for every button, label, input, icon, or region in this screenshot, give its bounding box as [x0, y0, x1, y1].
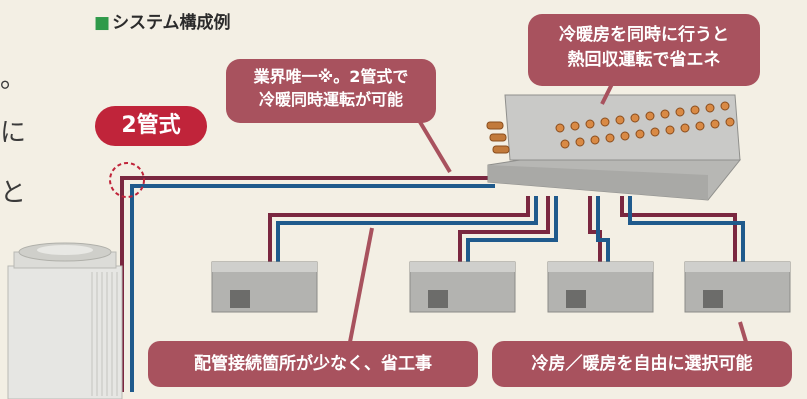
callout-pointers — [348, 83, 748, 343]
two-pipe-label: 2管式 — [95, 106, 207, 146]
edge-char-2: に — [0, 118, 27, 148]
indoor-unit-4 — [684, 261, 791, 313]
section-title-text: システム構成例 — [112, 13, 231, 33]
callout-fewer-connections: 配管接続箇所が少なく、省工事 — [148, 341, 478, 387]
callout-line: 熱回収運転で省エネ — [567, 49, 721, 70]
indoor-unit-3 — [547, 261, 654, 313]
callout-free-mode-selection: 冷房／暖房を自由に選択可能 — [492, 341, 792, 387]
edge-char-1: 。 — [0, 64, 27, 94]
callout-simultaneous-operation: 業界唯一※。2管式で 冷暖同時運転が可能 — [226, 59, 436, 123]
edge-char-3: と — [0, 178, 27, 208]
callout-line: 業界唯一※。2管式で — [253, 67, 409, 86]
indoor-unit-1 — [211, 261, 318, 313]
branch-pipe-3-blue — [596, 196, 610, 262]
square-bullet-icon: ■ — [94, 13, 111, 33]
branch-pipe-1-red — [268, 196, 530, 262]
main-pipe-blue — [130, 184, 495, 392]
branch-pipe-2-blue — [466, 196, 558, 262]
branch-pipe-4-red — [620, 196, 737, 262]
branch-pipe-2-red — [458, 196, 550, 262]
callout-line: 冷暖房を同時に行うと — [559, 25, 729, 45]
callout-line: 冷暖同時運転が可能 — [258, 90, 403, 110]
indoor-unit-2 — [409, 261, 516, 313]
pipe-highlight-circle — [109, 162, 145, 198]
branch-pipe-3-red — [588, 196, 602, 262]
branch-pipe-1-blue — [276, 196, 538, 262]
section-title: ■システム構成例 — [94, 8, 231, 33]
branch-box — [486, 94, 742, 201]
callout-heat-recovery: 冷暖房を同時に行うと 熱回収運転で省エネ — [528, 14, 760, 86]
outdoor-unit — [7, 242, 123, 399]
branch-pipe-4-blue — [628, 196, 745, 262]
